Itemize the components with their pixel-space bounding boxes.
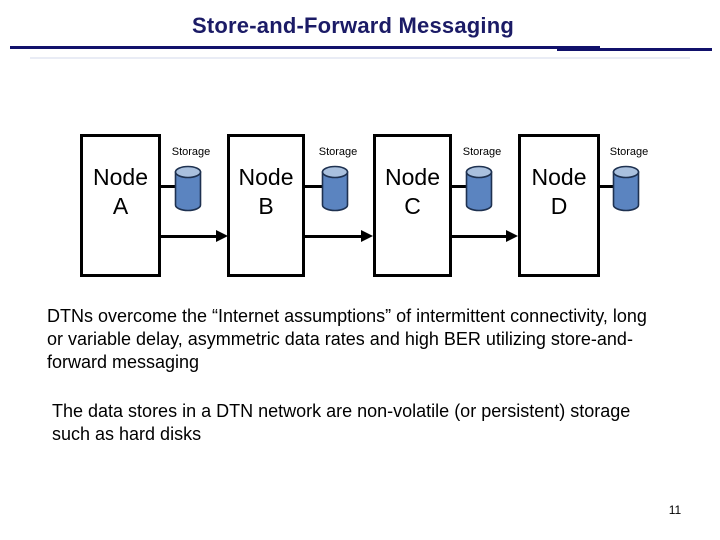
node-box-a: Node A <box>80 134 161 277</box>
storage-connector-d <box>598 185 613 188</box>
storage-connector-c <box>450 185 466 188</box>
storage-label-d: Storage <box>609 146 649 158</box>
body-paragraph-datastores: The data stores in a DTN network are non… <box>52 401 631 444</box>
storage-cylinder-icon-a <box>174 165 202 212</box>
node-label-b: Node B <box>238 164 294 219</box>
storage-label-a: Storage <box>171 146 211 158</box>
node-label-c: Node C <box>385 164 440 219</box>
node-label-a: Node A <box>93 164 148 219</box>
title-underline-shadow <box>30 57 690 59</box>
storage-connector-a <box>159 185 175 188</box>
node-box-b: Node B <box>227 134 305 277</box>
storage-connector-b <box>303 185 322 188</box>
page-number: 11 <box>668 503 682 517</box>
node-box-d: Node D <box>518 134 600 277</box>
flow-arrow-c-to-d <box>452 230 518 242</box>
flow-arrow-b-to-c <box>305 230 373 242</box>
page-title: Store-and-Forward Messaging <box>192 13 514 38</box>
storage-cylinder-icon-c <box>465 165 493 212</box>
flow-arrow-a-to-b <box>161 230 228 242</box>
storage-cylinder-icon-b <box>321 165 349 212</box>
storage-label-b: Storage <box>318 146 358 158</box>
body-paragraph-dtn: DTNs overcome the “Internet assumptions”… <box>47 306 647 372</box>
node-box-c: Node C <box>373 134 452 277</box>
title-underline-right <box>557 48 712 51</box>
storage-cylinder-icon-d <box>612 165 640 212</box>
title-underline-left <box>10 46 600 49</box>
node-label-d: Node D <box>531 164 587 219</box>
storage-label-c: Storage <box>462 146 502 158</box>
